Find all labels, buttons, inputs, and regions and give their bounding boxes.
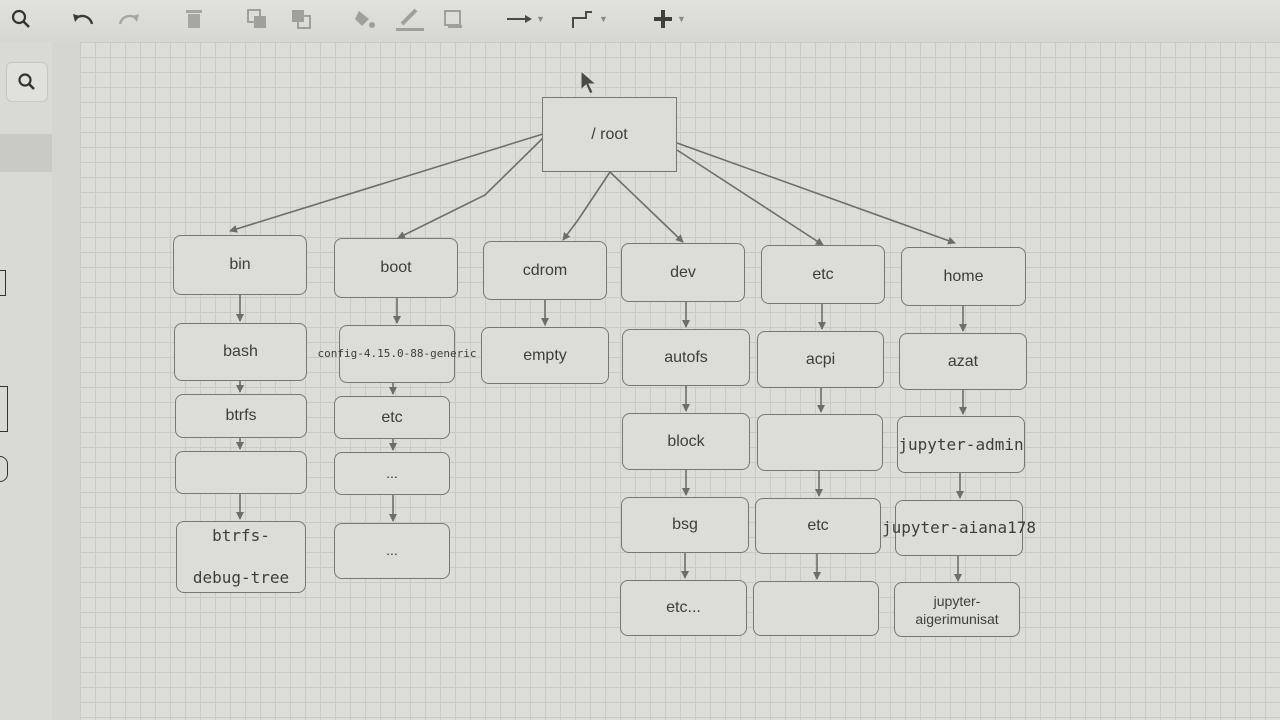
node-label: bin	[229, 256, 251, 273]
node-label: etc...	[666, 599, 701, 616]
node-boot-dots-2[interactable]: ...	[334, 523, 450, 579]
edge-root-dev	[609, 171, 684, 243]
edge-root-home	[676, 142, 956, 245]
node-btrfs[interactable]: btrfs	[175, 394, 307, 438]
node-cdrom[interactable]: cdrom	[483, 241, 607, 300]
node-label: ...	[386, 542, 398, 559]
node-etc-empty-2[interactable]	[753, 581, 879, 636]
node-label: boot	[380, 259, 412, 276]
node-etc-etc[interactable]: etc	[755, 498, 881, 554]
node-label: bsg	[672, 516, 698, 533]
edge-root-etc	[676, 149, 824, 246]
node-boot-etc[interactable]: etc	[334, 396, 450, 439]
node-label: cdrom	[522, 261, 568, 279]
node-label: jupyter-aiana178	[881, 518, 1037, 537]
node-jupyter-aiana178[interactable]: jupyter-aiana178	[882, 500, 1036, 556]
delete-icon[interactable]	[180, 4, 208, 34]
shape-icon[interactable]	[0, 386, 8, 432]
node-label: dev	[670, 263, 696, 281]
node-label: bash	[223, 343, 258, 360]
node-empty-dir[interactable]: empty	[481, 327, 609, 384]
node-jupyter-admin[interactable]: jupyter-admin	[897, 416, 1025, 473]
node-label: autofs	[664, 348, 708, 366]
to-front-icon[interactable]	[242, 4, 272, 34]
node-home[interactable]: home	[901, 247, 1026, 306]
node-acpi[interactable]: acpi	[757, 331, 884, 388]
node-label: home	[943, 267, 984, 285]
insert-icon[interactable]: ▼	[644, 4, 694, 34]
node-label: etc	[807, 517, 829, 534]
node-azat[interactable]: azat	[899, 333, 1027, 390]
waypoints-icon[interactable]: ▼	[564, 4, 614, 34]
node-label: acpi	[805, 350, 836, 368]
node-etc-empty-1[interactable]	[757, 414, 883, 471]
fill-color-icon[interactable]	[350, 4, 380, 34]
shadow-icon[interactable]	[438, 4, 468, 34]
node-label: btrfs	[225, 407, 257, 424]
node-empty[interactable]	[175, 451, 307, 494]
mouse-cursor-icon	[580, 70, 598, 95]
sidebar-section[interactable]	[0, 134, 52, 172]
redo-icon[interactable]	[114, 4, 144, 34]
node-boot-dots-1[interactable]: ...	[334, 452, 450, 495]
line-color-icon[interactable]	[392, 4, 426, 34]
node-label: jupyter-admin	[898, 434, 1024, 454]
node-label: ...	[386, 464, 398, 481]
node-label: empty	[523, 346, 567, 364]
sidebar-splitter[interactable]	[52, 42, 80, 720]
node-bash[interactable]: bash	[174, 323, 307, 381]
edge-root-boot	[397, 137, 544, 239]
node-bin[interactable]: bin	[173, 235, 307, 295]
shape-sidebar	[0, 42, 53, 720]
to-back-icon[interactable]	[286, 4, 316, 34]
node-label: btrfs- debug-tree	[192, 526, 290, 587]
caret-down-icon: ▼	[677, 14, 686, 24]
node-root[interactable]: / root	[542, 97, 677, 172]
node-etc[interactable]: etc	[761, 245, 885, 304]
node-dev-etc[interactable]: etc...	[620, 580, 747, 636]
node-label: / root	[591, 125, 628, 143]
node-block[interactable]: block	[622, 413, 750, 470]
edge-root-bin	[229, 133, 544, 233]
node-jupyter-aigerimunisat[interactable]: jupyter- aigerimunisat	[894, 582, 1020, 637]
shape-icon[interactable]	[0, 270, 6, 296]
node-label: azat	[947, 352, 979, 370]
caret-down-icon: ▼	[599, 14, 608, 24]
node-label: block	[667, 432, 705, 450]
node-label: config-4.15.0-88-generic	[317, 347, 477, 361]
undo-icon[interactable]	[68, 4, 98, 34]
connection-icon[interactable]: ▼	[500, 4, 550, 34]
search-icon[interactable]	[6, 62, 48, 102]
edge-root-cdrom	[562, 171, 611, 241]
node-bsg[interactable]: bsg	[621, 497, 749, 553]
node-btrfs-debug-tree[interactable]: btrfs- debug-tree	[176, 521, 306, 593]
node-label: jupyter- aigerimunisat	[915, 592, 999, 627]
node-dev[interactable]: dev	[621, 243, 745, 302]
node-autofs[interactable]: autofs	[622, 329, 750, 386]
node-label: etc	[381, 408, 403, 426]
node-config[interactable]: config-4.15.0-88-generic	[318, 325, 476, 383]
node-label: etc	[812, 265, 834, 283]
node-boot[interactable]: boot	[334, 238, 458, 298]
zoom-icon[interactable]	[6, 4, 36, 34]
caret-down-icon: ▼	[536, 14, 545, 24]
